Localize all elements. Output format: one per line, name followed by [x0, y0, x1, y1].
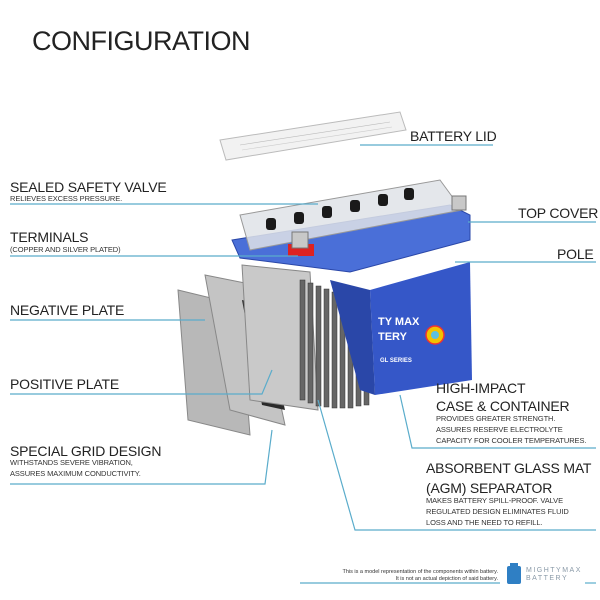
label-case-1: HIGH-IMPACT	[436, 380, 526, 396]
desc-sealed-valve: RELIEVES EXCESS PRESSURE.	[10, 194, 123, 203]
brand-logo-icon	[507, 563, 521, 584]
label-grid: SPECIAL GRID DESIGN	[10, 443, 162, 459]
brand-text: TY MAX	[378, 316, 420, 328]
desc-case-3: CAPACITY FOR COOLER TEMPERATURES.	[436, 436, 587, 445]
label-positive-plate: POSITIVE PLATE	[10, 376, 119, 392]
desc-terminals: (COPPER AND SILVER PLATED)	[10, 245, 121, 254]
label-battery-lid: BATTERY LID	[410, 128, 497, 144]
label-sealed-valve: SEALED SAFETY VALVE	[10, 179, 167, 195]
label-agm-1: ABSORBENT GLASS MAT	[426, 460, 592, 476]
page-title: CONFIGURATION	[32, 26, 251, 56]
disclaimer: This is a model representation of the co…	[342, 569, 498, 583]
leader-lines	[10, 144, 596, 584]
label-top-cover: TOP COVER	[518, 205, 599, 221]
brand-logo: MIGHTYMAX BATTERY	[526, 567, 582, 583]
desc-case-1: PROVIDES GREATER STRENGTH.	[436, 414, 556, 423]
label-negative-plate: NEGATIVE PLATE	[10, 302, 125, 318]
desc-agm-3: LOSS AND THE NEED TO REFILL.	[426, 518, 543, 527]
logo-line-1: MIGHTYMAX	[526, 567, 582, 574]
series-text: GL SERIES	[380, 358, 412, 364]
battery-case: TY MAX TERY GL SERIES	[330, 262, 472, 395]
battery-lid	[219, 111, 407, 161]
top-cover	[231, 179, 471, 273]
desc-grid-2: ASSURES MAXIMUM CONDUCTIVITY.	[10, 469, 141, 478]
label-pole: POLE	[557, 246, 594, 262]
label-terminals: TERMINALS	[10, 229, 89, 245]
desc-agm-1: MAKES BATTERY SPILL-PROOF. VALVE	[426, 496, 563, 505]
desc-case-2: ASSURES RESERVE ELECTROLYTE	[436, 425, 563, 434]
label-case-2: CASE & CONTAINER	[436, 398, 570, 414]
disclaimer-line-2: It is not an actual depiction of said ba…	[395, 576, 498, 582]
brand-text-2: TERY	[378, 331, 408, 343]
logo-line-2: BATTERY	[526, 575, 569, 582]
desc-agm-2: REGULATED DESIGN ELIMINATES FLUID	[426, 507, 569, 516]
desc-grid-1: WITHSTANDS SEVERE VIBRATION,	[10, 458, 133, 467]
disclaimer-line-1: This is a model representation of the co…	[342, 569, 498, 575]
label-agm-2: (AGM) SEPARATOR	[426, 480, 553, 496]
